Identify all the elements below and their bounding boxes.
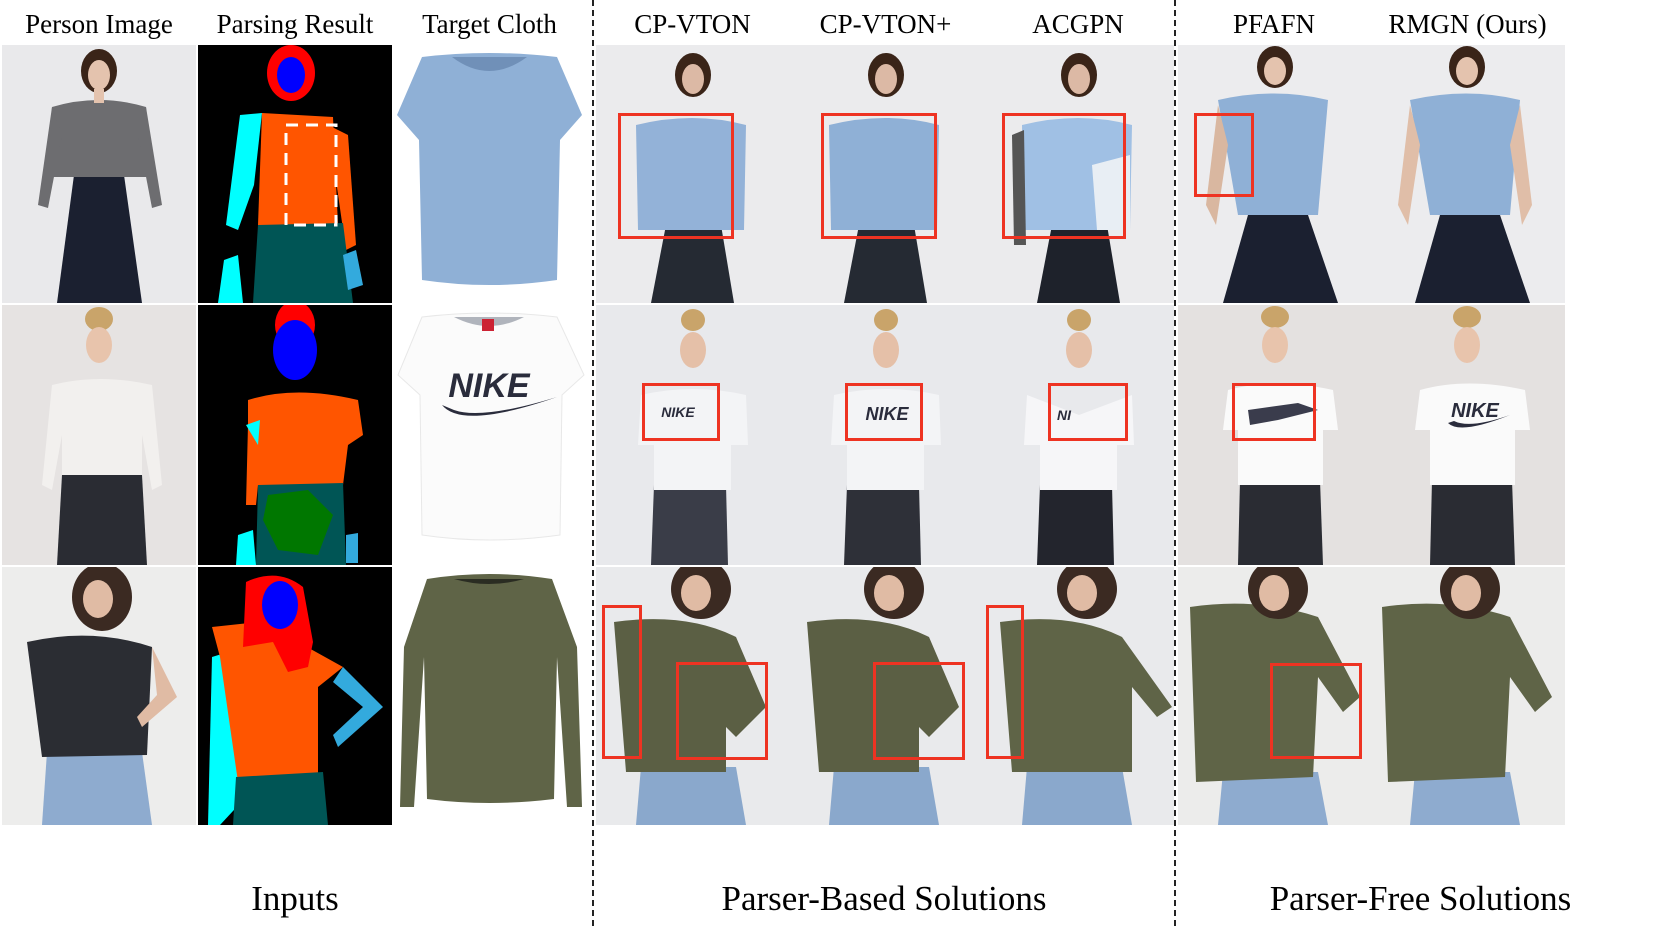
separator-parser-based-parser-free (1174, 0, 1176, 926)
cp-vton-result-row1 (596, 45, 789, 303)
rmgn-result-row3 (1370, 567, 1565, 825)
acgpn-result-row2: NI (982, 305, 1174, 565)
svg-text:NIKE: NIKE (1451, 400, 1499, 422)
separator-inputs-parser-based (592, 0, 594, 926)
artifact-highlight-box (618, 113, 734, 239)
artifact-highlight-box (1232, 383, 1316, 441)
acgpn-result-row3 (982, 567, 1174, 825)
person-image-row2 (2, 305, 196, 565)
pfafn-result-row2 (1178, 305, 1370, 565)
artifact-highlight-box (821, 113, 937, 239)
artifact-highlight-box (602, 605, 642, 759)
artifact-highlight-box (1194, 113, 1254, 197)
parsing-result-row2 (198, 305, 392, 565)
person-image-row3 (2, 567, 196, 825)
pfafn-result-row1 (1178, 45, 1370, 303)
rmgn-result-row2: NIKE (1370, 305, 1565, 565)
header-pfafn: PFAFN (1232, 9, 1316, 39)
header-cp-vton-plus: CP-VTON+ (819, 9, 952, 39)
svg-text:NIKE: NIKE (661, 404, 695, 420)
svg-text:NIKE: NIKE (865, 404, 909, 424)
artifact-highlight-box (676, 662, 768, 760)
nike-logo: NIKE (448, 367, 531, 405)
header-acgpn: ACGPN (1032, 9, 1124, 39)
artifact-highlight-box (1270, 663, 1362, 759)
cp-vton-plus-result-row1 (789, 45, 982, 303)
header-target-cloth: Target Cloth (422, 9, 557, 39)
cp-vton-result-row3 (596, 567, 789, 825)
header-person-image: Person Image (25, 9, 173, 39)
group-label-parser-free: Parser-Free Solutions (1269, 879, 1572, 918)
parsing-result-row1 (198, 45, 392, 303)
cp-vton-plus-result-row3 (789, 567, 982, 825)
artifact-highlight-box (845, 383, 923, 441)
pfafn-result-row3 (1178, 567, 1370, 825)
person-image-row1 (2, 45, 196, 303)
target-cloth-row3 (392, 567, 587, 825)
cp-vton-result-row2: NIKE (596, 305, 789, 565)
header-rmgn-ours: RMGN (Ours) (1388, 9, 1547, 39)
target-cloth-row1 (392, 45, 587, 303)
artifact-highlight-box (1002, 113, 1126, 239)
cp-vton-plus-result-row2: NIKE (789, 305, 982, 565)
artifact-highlight-box (873, 662, 965, 760)
target-cloth-row2: NIKE (392, 305, 587, 565)
group-label-parser-based: Parser-Based Solutions (721, 879, 1047, 918)
rmgn-result-row1 (1370, 45, 1565, 303)
header-cp-vton: CP-VTON (634, 9, 751, 39)
artifact-highlight-box (1048, 383, 1128, 441)
header-parsing-result: Parsing Result (216, 9, 374, 39)
artifact-highlight-box (642, 383, 720, 441)
artifact-highlight-box (986, 605, 1024, 759)
parsing-result-row3 (198, 567, 392, 825)
acgpn-result-row1 (982, 45, 1174, 303)
group-label-inputs: Inputs (251, 879, 339, 918)
svg-text:NI: NI (1057, 407, 1072, 423)
